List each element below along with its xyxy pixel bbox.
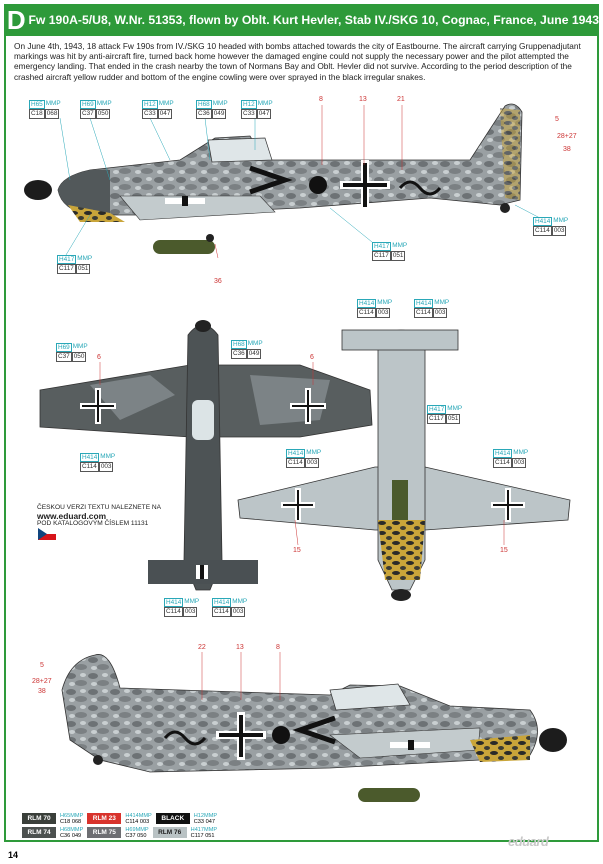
ref-number: 38: [38, 688, 46, 695]
czech-note: ČESKOU VERZI TEXTU NALEZNETE NA www.edua…: [37, 504, 162, 527]
ref-number: 6: [97, 354, 101, 361]
profile-letter: D: [6, 4, 26, 35]
swatch-rlm70: RLM 70: [22, 813, 56, 824]
ref-number: 28+27: [32, 678, 52, 685]
ref-number: 15: [500, 547, 508, 554]
ref-number: 28+27: [557, 133, 577, 140]
swatch-black: BLACK: [155, 813, 190, 824]
ref-number: 8: [276, 644, 280, 651]
ref-number: 6: [310, 354, 314, 361]
swatch-rlm74: RLM 74: [22, 827, 56, 838]
website-link[interactable]: www.eduard.com: [37, 511, 107, 521]
swatch-rlm75: RLM 75: [87, 827, 122, 838]
ref-number: 15: [293, 547, 301, 554]
ref-number: 38: [563, 146, 571, 153]
swatch-rlm23: RLM 23: [87, 813, 122, 824]
brand-logo: eduard: [508, 834, 549, 849]
callout-leaders: [59, 117, 541, 256]
side-profile-left: [24, 103, 523, 254]
ref-number: 13: [359, 96, 367, 103]
ref-number: 36: [214, 278, 222, 285]
ref-number: 13: [236, 644, 244, 651]
ref-number: 5: [40, 662, 44, 669]
ref-number: 22: [198, 644, 206, 651]
ref-number: 21: [397, 96, 405, 103]
swatch-rlm76: RLM 76: [152, 827, 187, 838]
ref-number: 8: [319, 96, 323, 103]
ref-number: 5: [555, 116, 559, 123]
page-title: Fw 190A-5/U8, W.Nr. 51353, flown by Oblt…: [28, 13, 599, 27]
bottom-view: [237, 329, 571, 601]
side-profile-right: [61, 654, 567, 802]
page-number: 14: [8, 850, 19, 860]
top-view: [39, 320, 373, 591]
number-leaders: [99, 105, 505, 700]
intro-text: On June 4th, 1943, 18 attack Fw 190s fro…: [14, 41, 581, 82]
header-bar: D Fw 190A-5/U8, W.Nr. 51353, flown by Ob…: [4, 4, 599, 36]
czech-flag-icon: [38, 528, 56, 540]
